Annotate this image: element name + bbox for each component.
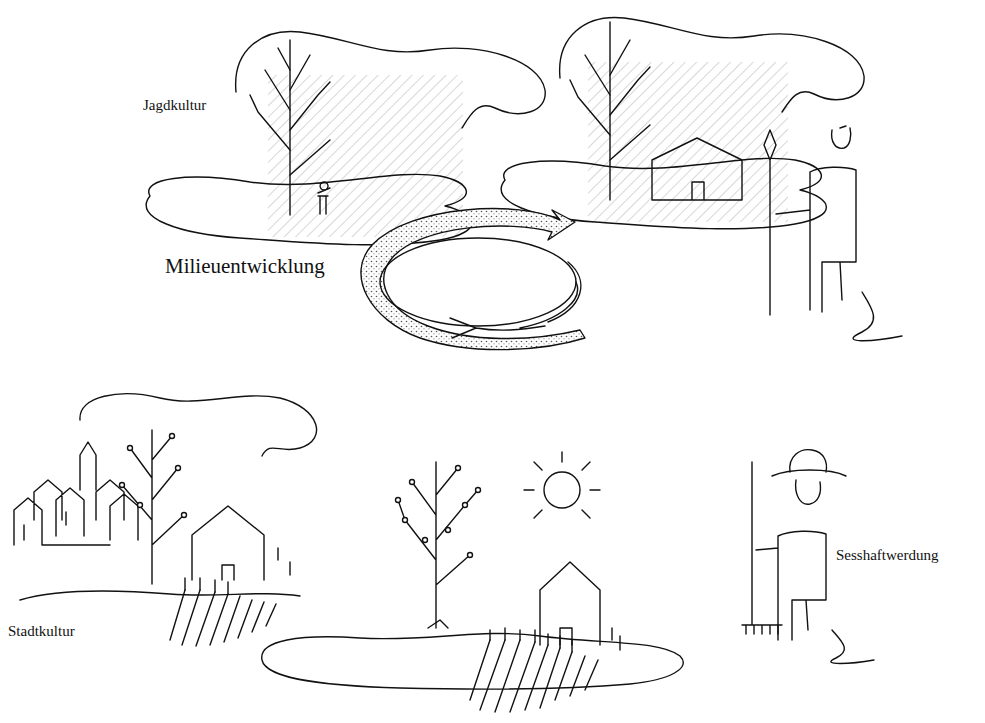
- farming-scene: [262, 452, 684, 712]
- stage-label: Jagdkultur: [143, 96, 206, 114]
- diagram-title: Milieuentwicklung: [165, 254, 325, 279]
- stage-label: Sesshaftwerdung: [836, 546, 938, 564]
- hunter-figure: [764, 126, 902, 341]
- stage-label: Stadtkultur: [8, 622, 75, 640]
- cycle-arrow: [361, 209, 585, 350]
- city-scene: [14, 394, 317, 646]
